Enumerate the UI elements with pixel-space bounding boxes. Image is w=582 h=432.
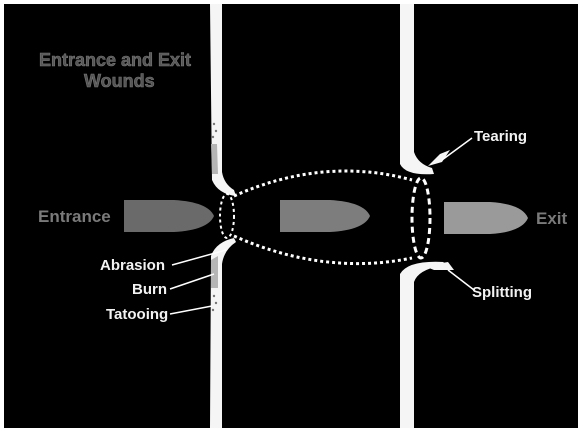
label-entrance: Entrance <box>38 207 111 226</box>
bullet-middle <box>280 200 370 232</box>
label-burn: Burn <box>132 281 167 298</box>
entrance-burn-lower <box>211 256 218 288</box>
leader-tearing <box>442 138 472 160</box>
exit-tissue-lower <box>400 262 444 428</box>
diagram-frame: Entrance and Exit Wounds Entrance Exi <box>4 4 578 428</box>
title-line2: Wounds <box>84 71 155 91</box>
label-abrasion: Abrasion <box>100 257 165 274</box>
title-line1: Entrance and Exit <box>39 50 191 70</box>
bullet-exit <box>444 202 528 234</box>
exit-tissue-upper <box>400 4 434 174</box>
entrance-hole <box>220 194 234 238</box>
track-lower <box>234 236 412 264</box>
track-upper <box>234 171 412 196</box>
exit-tear-flap <box>428 150 450 166</box>
label-splitting: Splitting <box>472 284 532 301</box>
leader-splitting <box>448 270 474 290</box>
bullet-entrance <box>124 200 214 232</box>
label-tatooing: Tatooing <box>106 306 168 323</box>
label-exit: Exit <box>536 209 568 228</box>
leader-tatooing <box>170 306 212 314</box>
wound-diagram: Entrance and Exit Wounds Entrance Exi <box>4 4 578 428</box>
exit-hole <box>412 178 430 258</box>
label-tearing: Tearing <box>474 128 527 145</box>
entrance-burn-upper <box>211 144 218 174</box>
leader-burn <box>170 274 214 289</box>
